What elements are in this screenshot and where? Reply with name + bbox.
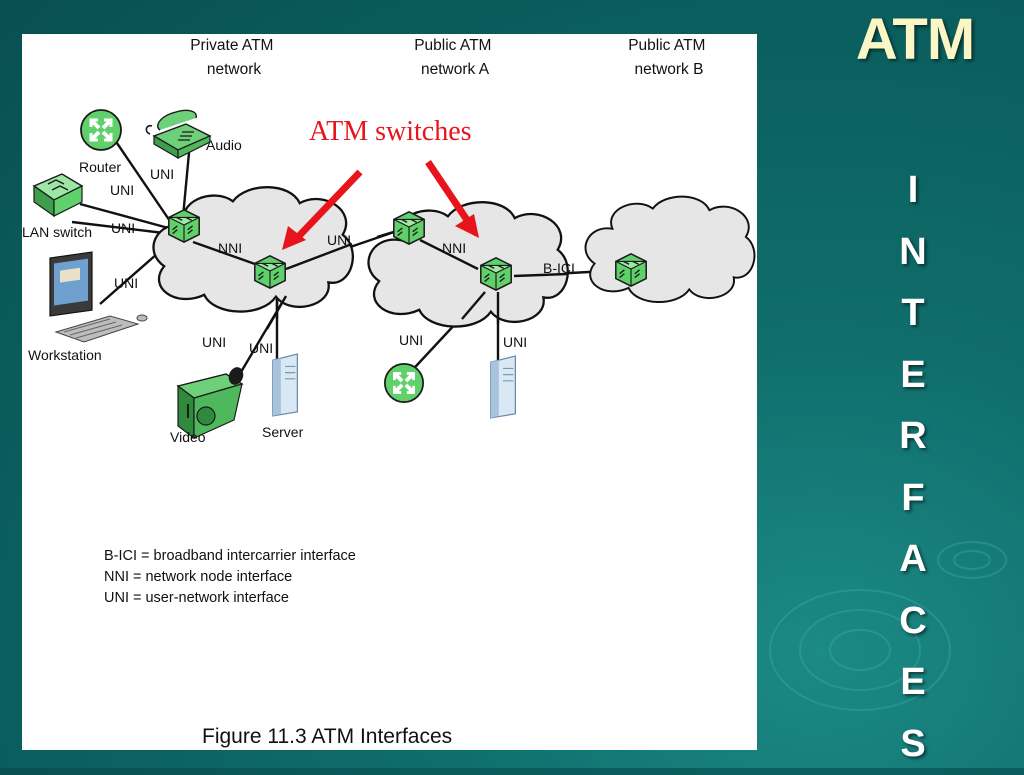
server-icon — [491, 356, 516, 418]
public-network-b-label: Public ATM network B — [628, 37, 710, 78]
vertical-letter: T — [880, 283, 946, 345]
server-icon — [273, 354, 298, 416]
vertical-letter: C — [880, 591, 946, 653]
lan-switch-label: LAN switch — [22, 224, 92, 240]
vertical-letter: E — [880, 652, 946, 714]
nni-label: NNI — [218, 240, 242, 256]
vertical-letter: F — [880, 468, 946, 530]
vertical-letter: E — [880, 345, 946, 407]
audio-label: Audio — [206, 137, 242, 153]
lan-switch-icon — [34, 174, 82, 216]
telephone-icon — [146, 110, 210, 158]
slide-title: ATM — [840, 6, 990, 73]
atm-switch-icon — [394, 212, 424, 244]
atm-switch-icon — [169, 210, 199, 242]
atm-switch-icon — [481, 258, 511, 290]
atm-switches-callout: ATM switches — [309, 116, 472, 147]
workstation-icon — [50, 252, 147, 342]
router-label: Router — [79, 159, 121, 175]
vertical-letter: I — [880, 160, 946, 222]
router-icon — [385, 364, 423, 402]
vertical-letter: A — [880, 529, 946, 591]
video-camera-icon — [178, 365, 246, 438]
legend-line: NNI = network node interface — [104, 569, 292, 585]
uni-label: UNI — [111, 220, 135, 236]
vertical-letter: R — [880, 406, 946, 468]
atm-interfaces-diagram: Private ATM network Public ATM network A… — [22, 34, 757, 750]
vertical-letter: S — [880, 714, 946, 775]
legend-line: UNI = user-network interface — [104, 590, 289, 606]
nni-label: NNI — [442, 240, 466, 256]
vertical-word: I N T E R F A C E S — [880, 160, 946, 775]
server-label: Server — [262, 424, 304, 440]
public-network-a-label: Public ATM network A — [414, 37, 496, 78]
uni-label: UNI — [399, 332, 423, 348]
vertical-letter: N — [880, 222, 946, 284]
bici-label: B-ICI — [543, 260, 575, 276]
uni-label: UNI — [202, 334, 226, 350]
uni-label: UNI — [114, 275, 138, 291]
private-network-label: Private ATM network — [190, 37, 278, 78]
uni-label: UNI — [110, 182, 134, 198]
atm-switch-icon — [255, 256, 285, 288]
uni-label: UNI — [249, 340, 273, 356]
atm-switch-icon — [616, 254, 646, 286]
figure-panel: Private ATM network Public ATM network A… — [22, 34, 757, 750]
legend-line: B-ICI = broadband intercarrier interface — [104, 548, 356, 564]
figure-caption: Figure 11.3 ATM Interfaces — [202, 725, 452, 748]
video-label: Video — [170, 429, 206, 445]
router-icon — [81, 110, 121, 150]
uni-label: UNI — [327, 232, 351, 248]
public-network-b-cloud — [586, 197, 755, 302]
uni-label: UNI — [503, 334, 527, 350]
uni-label: UNI — [150, 166, 174, 182]
legend: B-ICI = broadband intercarrier interface… — [104, 548, 356, 606]
workstation-label: Workstation — [28, 347, 102, 363]
